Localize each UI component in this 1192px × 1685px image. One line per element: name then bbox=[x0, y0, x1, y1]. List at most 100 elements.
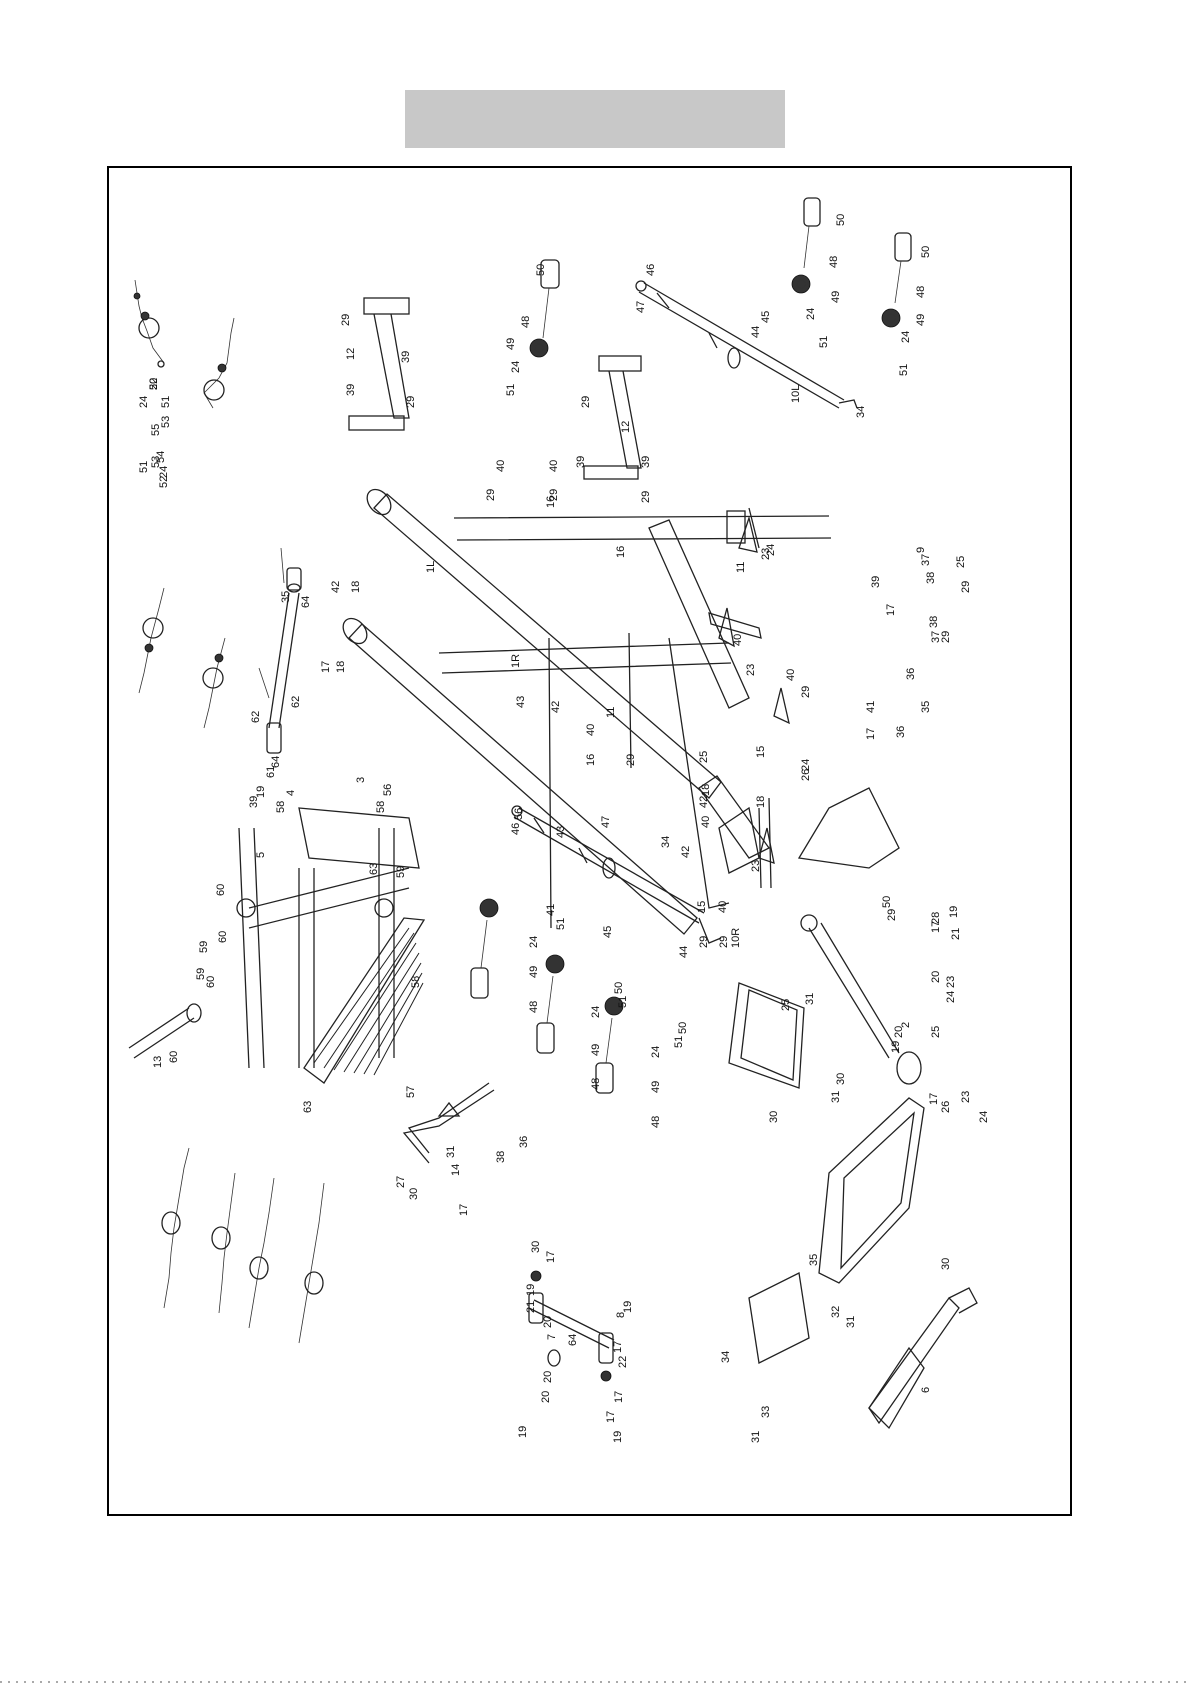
callout-label: 40 bbox=[548, 460, 560, 472]
callout-label: 55 bbox=[150, 424, 162, 436]
callout-label: 40 bbox=[785, 669, 797, 681]
back-frame-6 bbox=[868, 1287, 978, 1430]
callout-label: 9 bbox=[915, 547, 927, 553]
callout-label: 3 bbox=[355, 777, 367, 783]
callout-label: 64 bbox=[270, 756, 282, 768]
callout-label: 48 bbox=[915, 286, 927, 298]
callout-label: 39 bbox=[640, 456, 652, 468]
callout-label: 40 bbox=[732, 634, 744, 646]
callout-label: 31 bbox=[845, 1316, 857, 1328]
weight-horn-lower-3 bbox=[595, 996, 624, 1094]
callout-label: 50 bbox=[920, 246, 932, 258]
callout-label: 43 bbox=[515, 696, 527, 708]
callout-label: 24 bbox=[945, 991, 957, 1003]
callout-label: 48 bbox=[520, 316, 532, 328]
exploded-parts-diagram: 5224515355545324515229123939295048492451… bbox=[128, 197, 990, 1443]
callout-label: 24 bbox=[800, 759, 812, 771]
callout-label: 60 bbox=[168, 1051, 180, 1063]
callout-label: 29 bbox=[405, 396, 417, 408]
callout-label: 38 bbox=[925, 572, 937, 584]
weight-horn-top-right-1 bbox=[791, 197, 821, 294]
callout-label: 59 bbox=[198, 941, 210, 953]
callout-label: 18 bbox=[350, 581, 362, 593]
callout-label: 42 bbox=[330, 581, 342, 593]
callout-label: 30 bbox=[940, 1258, 952, 1270]
callout-label: 19 bbox=[517, 1426, 529, 1438]
back-pad-32 bbox=[818, 1097, 925, 1284]
callout-label: 24 bbox=[978, 1111, 990, 1123]
callout-label: 51 bbox=[673, 1036, 685, 1048]
callout-label: 64 bbox=[567, 1334, 579, 1346]
callout-label: 4 bbox=[285, 790, 297, 796]
roller-stacks-bottom-left bbox=[161, 1147, 325, 1344]
callout-label: 10L bbox=[790, 385, 802, 403]
callout-label: 29 bbox=[698, 936, 710, 948]
callout-label: 14 bbox=[450, 1164, 462, 1176]
callout-label: 22 bbox=[617, 1356, 629, 1368]
adjustment-arm-2 bbox=[797, 787, 922, 1085]
callout-label: 52 bbox=[148, 378, 160, 390]
callout-label: 51 bbox=[555, 918, 567, 930]
callout-label: 29 bbox=[800, 686, 812, 698]
callout-label: 31 bbox=[830, 1091, 842, 1103]
callout-label: 26 bbox=[800, 769, 812, 781]
callout-label: 16 bbox=[615, 546, 627, 558]
callout-label: 18 bbox=[755, 796, 767, 808]
callout-label: 19 bbox=[948, 906, 960, 918]
callout-label: 49 bbox=[505, 338, 517, 350]
callout-label: 24 bbox=[510, 361, 522, 373]
callout-label: 39 bbox=[345, 384, 357, 396]
callout-label: 17 bbox=[930, 921, 942, 933]
callout-label: 17 bbox=[605, 1411, 617, 1423]
bar-8-assembly bbox=[528, 1270, 615, 1382]
seat-pad-27 bbox=[728, 982, 805, 1089]
callout-label: 37 bbox=[930, 631, 942, 643]
callout-label: 18 bbox=[335, 661, 347, 673]
callout-label: 20 bbox=[930, 971, 942, 983]
callout-label: 42 bbox=[698, 796, 710, 808]
callout-label: 53 bbox=[150, 456, 162, 468]
callout-label: 25 bbox=[780, 999, 792, 1011]
callout-label: 51 bbox=[505, 384, 517, 396]
upright-post-top bbox=[348, 297, 410, 431]
callout-label: 41 bbox=[545, 904, 557, 916]
callout-label: 19 bbox=[612, 1431, 624, 1443]
callout-label: 48 bbox=[590, 1078, 602, 1090]
callout-label: 52 bbox=[158, 476, 170, 488]
weight-horn-top-center bbox=[529, 259, 560, 358]
callout-label: 39 bbox=[248, 796, 260, 808]
callout-label: 29 bbox=[548, 489, 560, 501]
callout-label: 59 bbox=[395, 866, 407, 878]
callout-label: 45 bbox=[760, 311, 772, 323]
roller-stack-mid-left-2 bbox=[202, 637, 226, 729]
callout-label: 58 bbox=[410, 976, 422, 988]
frame-rail-lower bbox=[342, 617, 732, 935]
callout-label: 24 bbox=[138, 396, 150, 408]
callout-label: 36 bbox=[895, 726, 907, 738]
callout-label: 60 bbox=[215, 884, 227, 896]
callout-label: 60 bbox=[217, 931, 229, 943]
callout-label: 28 bbox=[930, 912, 942, 924]
callout-label: 35 bbox=[920, 701, 932, 713]
callout-label: 51 bbox=[898, 364, 910, 376]
callout-label: 35 bbox=[808, 1254, 820, 1266]
callout-label: 34 bbox=[720, 1351, 732, 1363]
callout-label: 15 bbox=[696, 901, 708, 913]
callout-label: 35 bbox=[280, 591, 292, 603]
callout-label: 29 bbox=[625, 754, 637, 766]
callout-label: 2 bbox=[900, 1022, 912, 1028]
handle-35-lower bbox=[402, 1082, 495, 1164]
callout-label: 29 bbox=[580, 396, 592, 408]
callout-label: 19 bbox=[622, 1301, 634, 1313]
callout-label: 27 bbox=[395, 1176, 407, 1188]
callout-label: 24 bbox=[590, 1006, 602, 1018]
callout-label: 50 bbox=[881, 896, 893, 908]
callout-label: 1L bbox=[425, 561, 437, 573]
callout-label: 54 bbox=[155, 451, 167, 463]
callout-label: 23 bbox=[760, 548, 772, 560]
callout-label: 51 bbox=[818, 336, 830, 348]
callout-label: 20 bbox=[542, 1371, 554, 1383]
callout-label: 20 bbox=[893, 1026, 905, 1038]
